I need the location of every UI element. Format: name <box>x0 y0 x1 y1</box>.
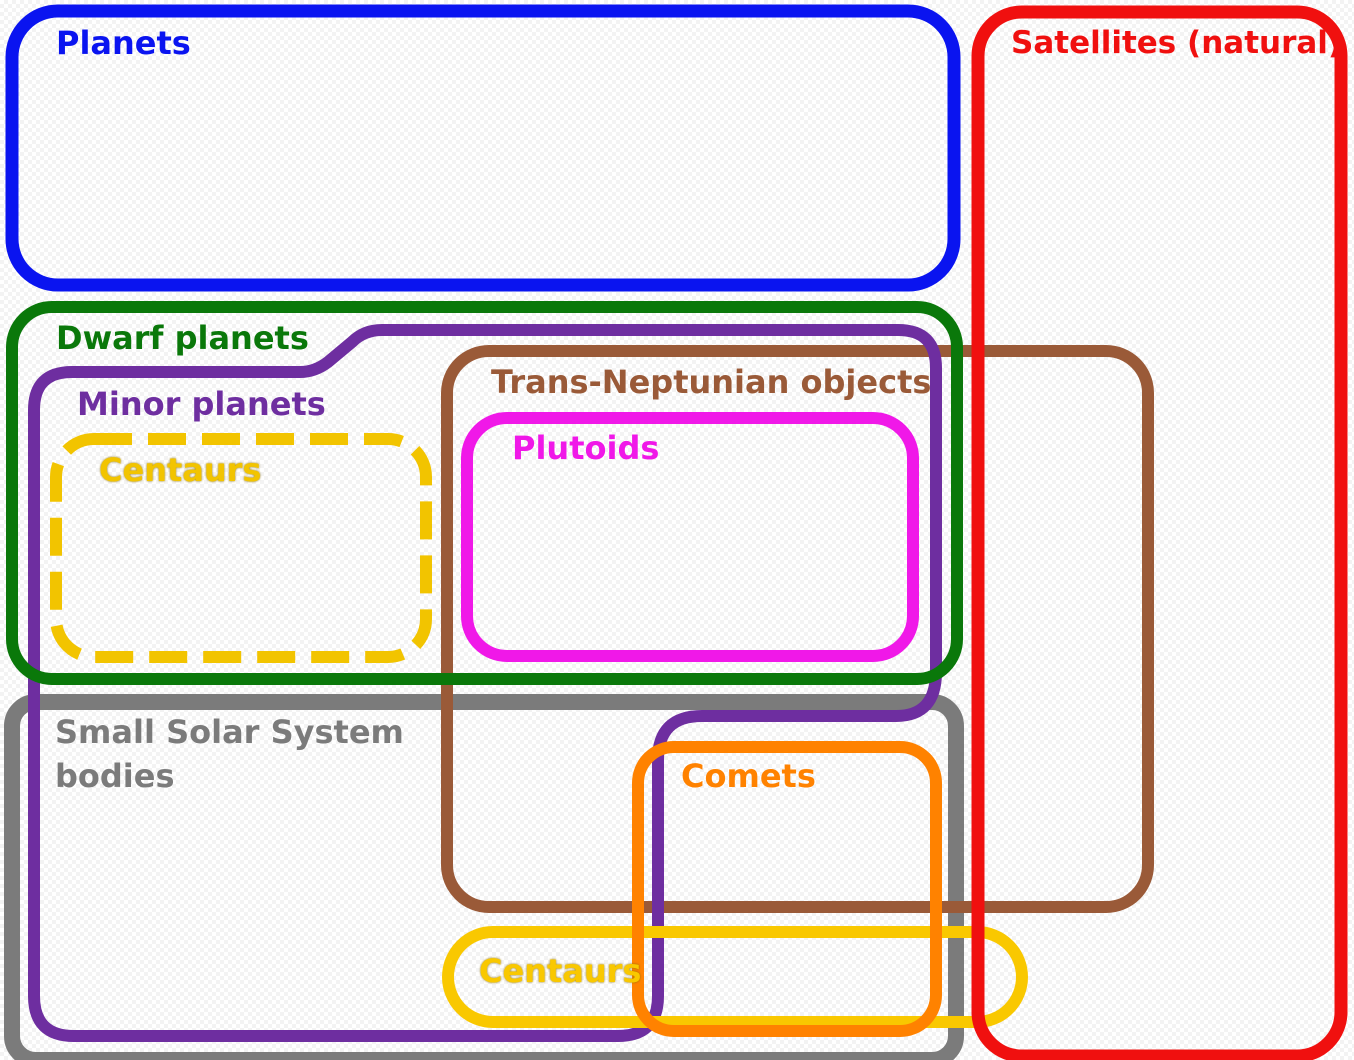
plutoids-label: Plutoids <box>512 429 660 467</box>
minor-planets-region <box>28 324 942 1042</box>
centaurs-lower-label: Centaurs <box>479 952 642 990</box>
comets-region <box>632 741 942 1037</box>
dwarf-planets-region <box>6 301 963 685</box>
centaurs-upper-label: Centaurs <box>99 451 262 489</box>
centaurs-upper-region <box>50 433 432 663</box>
trans-neptunian-objects-label: Trans-Neptunian objects <box>491 363 932 401</box>
small-solar-system-bodies-region <box>4 694 964 1060</box>
comets-label: Comets <box>681 757 816 795</box>
satellites-label: Satellites (natural) <box>1011 25 1343 61</box>
planets-region <box>5 4 961 292</box>
small-solar-system-bodies-label-line2: bodies <box>55 757 175 795</box>
planets-label: Planets <box>56 24 191 62</box>
plutoids-region <box>461 412 919 662</box>
trans-neptunian-objects-region <box>441 345 1154 913</box>
minor-planets-label: Minor planets <box>77 385 326 423</box>
small-solar-system-bodies-label-line1: Small Solar System <box>55 713 404 751</box>
centaurs-lower-region <box>442 926 1028 1028</box>
satellites-region <box>971 5 1348 1060</box>
dwarf-planets-label: Dwarf planets <box>56 319 309 357</box>
